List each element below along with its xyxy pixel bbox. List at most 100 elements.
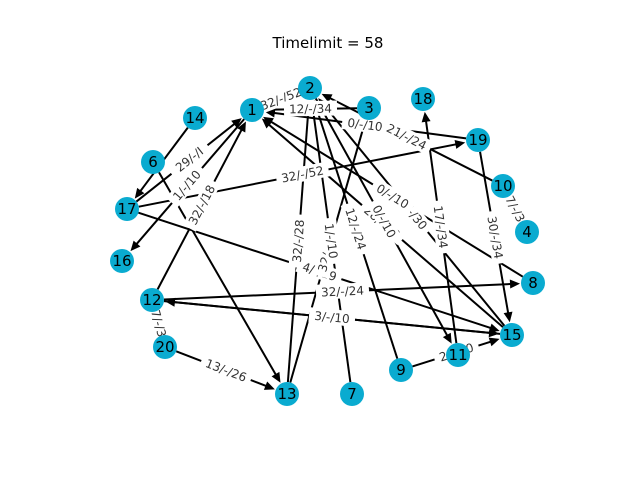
edge-label-background: [369, 177, 417, 215]
node-label: 20: [155, 338, 174, 356]
graph-title: Timelimit = 58: [272, 34, 384, 52]
node-label: 2: [305, 79, 315, 97]
edge-arrowhead: [488, 337, 500, 347]
node-circle: [153, 335, 177, 359]
edge-label: 3/-/10: [308, 307, 356, 327]
edge-label-background: [283, 100, 338, 117]
edge-label-background: [483, 210, 508, 265]
edge-arrowhead: [421, 111, 431, 123]
edge-arrowhead: [134, 187, 145, 199]
node-label: 17: [117, 200, 136, 218]
node-circle: [389, 358, 413, 382]
node-9: 9: [389, 358, 413, 382]
edge-label-background: [166, 138, 212, 180]
node-label: 7: [347, 385, 357, 403]
node-label: 4: [522, 223, 532, 241]
edge-label-text: 3/-/10: [314, 309, 351, 326]
edge-label-text: 0/-/10: [347, 116, 384, 135]
node-label: 10: [493, 177, 512, 195]
edge-label: 12/-/34: [283, 100, 338, 117]
edge-arrowhead: [503, 311, 513, 323]
edge-arrowhead: [321, 93, 333, 103]
node-circle: [446, 343, 470, 367]
edge-arrowhead: [454, 140, 466, 149]
edge-label-background: [340, 201, 372, 257]
node-12: 12: [140, 288, 164, 312]
node-circle: [521, 271, 545, 295]
node-15: 15: [500, 323, 524, 347]
node-17: 17: [115, 197, 139, 221]
node-13: 13: [275, 382, 299, 406]
edge-label-background: [366, 197, 403, 246]
edge-label-background: [379, 117, 434, 156]
node-circle: [515, 220, 539, 244]
node-6: 6: [141, 150, 165, 174]
node-label: 14: [185, 109, 204, 127]
node-4: 4: [515, 220, 539, 244]
edge-label-background: [288, 213, 308, 268]
node-10: 10: [491, 174, 515, 198]
node-label: 19: [468, 131, 487, 149]
edge-arrowhead: [231, 118, 242, 128]
edge-label-text: 32/-/24: [321, 284, 365, 300]
edge-6-13: [158, 171, 281, 383]
edge-line: [158, 171, 278, 377]
node-circle: [183, 106, 207, 130]
node-16: 16: [110, 249, 134, 273]
edge-arrowhead: [442, 332, 452, 344]
node-1: 1: [240, 98, 264, 122]
node-circle: [275, 382, 299, 406]
node-18: 18: [411, 87, 435, 111]
edge-label-text: 30/-/34: [484, 215, 505, 260]
node-circle: [141, 150, 165, 174]
node-label: 6: [148, 153, 158, 171]
edge-arrowhead: [263, 116, 274, 126]
node-circle: [340, 382, 364, 406]
edge-label: 30/-/34: [483, 210, 508, 265]
edge-label-text: 17/-/34: [431, 205, 451, 249]
node-7: 7: [340, 382, 364, 406]
node-circle: [411, 87, 435, 111]
edge-label: 13/-/26: [198, 353, 254, 387]
edge-label-background: [308, 307, 356, 327]
node-11: 11: [446, 343, 470, 367]
node-label: 16: [112, 252, 131, 270]
edge-label: 17/-/34: [429, 199, 453, 255]
edge-label-background: [315, 282, 370, 300]
node-circle: [491, 174, 515, 198]
node-label: 3: [364, 99, 374, 117]
node-2: 2: [298, 76, 322, 100]
node-circle: [298, 76, 322, 100]
node-circle: [140, 288, 164, 312]
node-label: 12: [142, 291, 161, 309]
node-label: 15: [502, 326, 521, 344]
node-circle: [357, 96, 381, 120]
node-3: 3: [357, 96, 381, 120]
edge-arrowhead: [264, 108, 276, 118]
node-label: 8: [528, 274, 538, 292]
edge-label-background: [429, 199, 453, 255]
node-label: 13: [277, 385, 296, 403]
node-label: 1: [247, 101, 257, 119]
node-circle: [466, 128, 490, 152]
edge-label: 1/-/10: [320, 217, 343, 265]
edge-label: 32/-/28: [288, 213, 308, 268]
node-20: 20: [153, 335, 177, 359]
edge-label-background: [253, 82, 309, 115]
node-circle: [240, 98, 264, 122]
edge-label-background: [274, 161, 330, 187]
node-circle: [110, 249, 134, 273]
edge-label-background: [165, 162, 208, 208]
edge-label: 0/-/10: [341, 114, 389, 135]
node-label: 18: [413, 90, 432, 108]
edge-label: 32/-/24: [315, 282, 370, 300]
node-label: 9: [396, 361, 406, 379]
node-19: 19: [466, 128, 490, 152]
edge-label-background: [198, 353, 254, 387]
edge-label-text: 12/-/34: [289, 102, 332, 117]
edge-arrowhead: [130, 240, 141, 252]
edge-label-text: 32/-/28: [290, 219, 307, 263]
node-label: 11: [448, 346, 467, 364]
